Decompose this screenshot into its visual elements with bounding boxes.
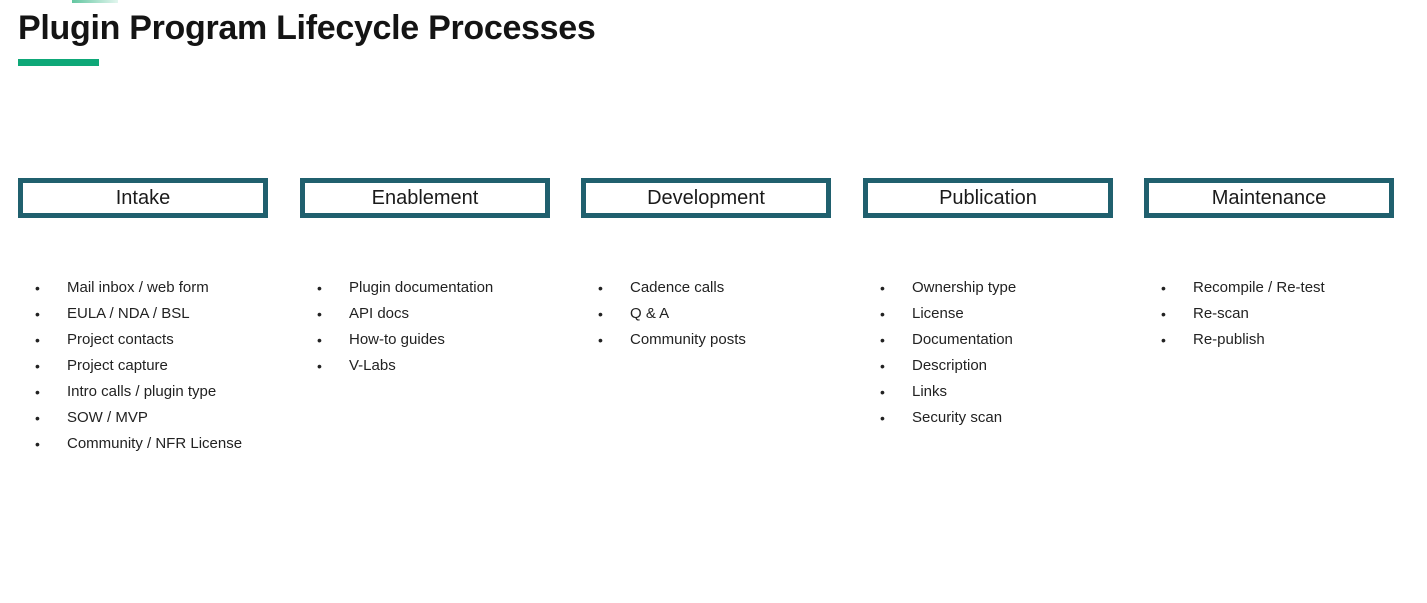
bullet-text: Plugin documentation (349, 279, 494, 296)
lifecycle-column-publication: Publication Ownership type License Docum… (863, 178, 1113, 431)
list-item: Plugin documentation (317, 275, 550, 301)
lifecycle-column-development: Development Cadence calls Q & A Communit… (581, 178, 831, 353)
bullet-icon (598, 327, 603, 353)
bullet-text: Links (912, 383, 948, 400)
list-item: Security scan (880, 405, 1113, 431)
list-item: V-Labs (317, 353, 550, 379)
bullet-text: Re-publish (1193, 331, 1265, 348)
bullet-icon (880, 327, 885, 353)
bullet-icon (35, 405, 40, 431)
bullet-text: Project capture (67, 357, 168, 374)
stage-bullet-list-maintenance: Recompile / Re-test Re-scan Re-publish (1144, 275, 1394, 353)
stage-header-label: Intake (115, 186, 171, 209)
stage-header-box-development: Development (581, 178, 831, 218)
bullet-icon (317, 353, 322, 379)
title-underline (18, 59, 99, 66)
bullet-text: Project contacts (67, 331, 174, 348)
bullet-icon (35, 431, 40, 457)
bullet-text: Intro calls / plugin type (67, 383, 217, 400)
stage-header-label: Development (647, 186, 765, 209)
bullet-text: API docs (349, 305, 410, 322)
list-item: Ownership type (880, 275, 1113, 301)
list-item: Project capture (35, 353, 268, 379)
bullet-icon (880, 275, 885, 301)
stage-header-box-enablement: Enablement (300, 178, 550, 218)
bullet-text: Ownership type (912, 279, 1017, 296)
lifecycle-column-enablement: Enablement Plugin documentation API docs… (300, 178, 550, 379)
list-item: Intro calls / plugin type (35, 379, 268, 405)
bullet-text: Q & A (630, 305, 670, 322)
bullet-text: Community posts (630, 331, 746, 348)
bullet-text: Mail inbox / web form (67, 279, 209, 296)
bullet-text: V-Labs (349, 357, 396, 374)
bullet-text: EULA / NDA / BSL (67, 305, 190, 322)
bullet-icon (35, 275, 40, 301)
bullet-text: Cadence calls (630, 279, 725, 296)
bullet-text: License (912, 305, 964, 322)
list-item: Mail inbox / web form (35, 275, 268, 301)
bullet-text: Community / NFR License (67, 435, 243, 452)
stage-bullet-list-enablement: Plugin documentation API docs How-to gui… (300, 275, 550, 379)
list-item: How-to guides (317, 327, 550, 353)
bullet-icon (1161, 327, 1166, 353)
bullet-icon (317, 327, 322, 353)
stage-header-box-publication: Publication (863, 178, 1113, 218)
list-item: Recompile / Re-test (1161, 275, 1394, 301)
bullet-icon (35, 301, 40, 327)
list-item: Community posts (598, 327, 831, 353)
bullet-icon (880, 405, 885, 431)
bullet-icon (880, 379, 885, 405)
list-item: Project contacts (35, 327, 268, 353)
list-item: Documentation (880, 327, 1113, 353)
stage-header-label: Enablement (371, 186, 479, 209)
stage-bullet-list-development: Cadence calls Q & A Community posts (581, 275, 831, 353)
lifecycle-column-maintenance: Maintenance Recompile / Re-test Re-scan … (1144, 178, 1394, 353)
bullet-icon (598, 301, 603, 327)
bullet-icon (317, 275, 322, 301)
bullet-icon (880, 301, 885, 327)
list-item: API docs (317, 301, 550, 327)
stage-header-box-intake: Intake (18, 178, 268, 218)
list-item: Cadence calls (598, 275, 831, 301)
list-item: Links (880, 379, 1113, 405)
stage-bullet-list-intake: Mail inbox / web form EULA / NDA / BSL P… (18, 275, 268, 457)
stage-header-label: Publication (939, 186, 1037, 209)
bullet-text: How-to guides (349, 331, 445, 348)
bullet-text: Documentation (912, 331, 1013, 348)
bullet-icon (35, 379, 40, 405)
bullet-icon (880, 353, 885, 379)
bullet-text: Security scan (912, 409, 1003, 426)
bullet-icon (1161, 275, 1166, 301)
list-item: License (880, 301, 1113, 327)
list-item: EULA / NDA / BSL (35, 301, 268, 327)
stage-bullet-list-publication: Ownership type License Documentation Des… (863, 275, 1113, 431)
list-item: Description (880, 353, 1113, 379)
list-item: Re-publish (1161, 327, 1394, 353)
page-title: Plugin Program Lifecycle Processes (18, 9, 596, 47)
bullet-text: SOW / MVP (67, 409, 148, 426)
bullet-text: Re-scan (1193, 305, 1249, 322)
bullet-icon (35, 327, 40, 353)
list-item: Re-scan (1161, 301, 1394, 327)
lifecycle-column-intake: Intake Mail inbox / web form EULA / NDA … (18, 178, 268, 457)
bullet-icon (35, 353, 40, 379)
stage-header-box-maintenance: Maintenance (1144, 178, 1394, 218)
stage-header-label: Maintenance (1211, 186, 1327, 209)
bullet-icon (1161, 301, 1166, 327)
bullet-text: Recompile / Re-test (1193, 279, 1325, 296)
list-item: Community / NFR License (35, 431, 268, 457)
top-edge-green-artifact (72, 0, 118, 3)
list-item: SOW / MVP (35, 405, 268, 431)
bullet-text: Description (912, 357, 988, 374)
bullet-icon (598, 275, 603, 301)
bullet-icon (317, 301, 322, 327)
list-item: Q & A (598, 301, 831, 327)
